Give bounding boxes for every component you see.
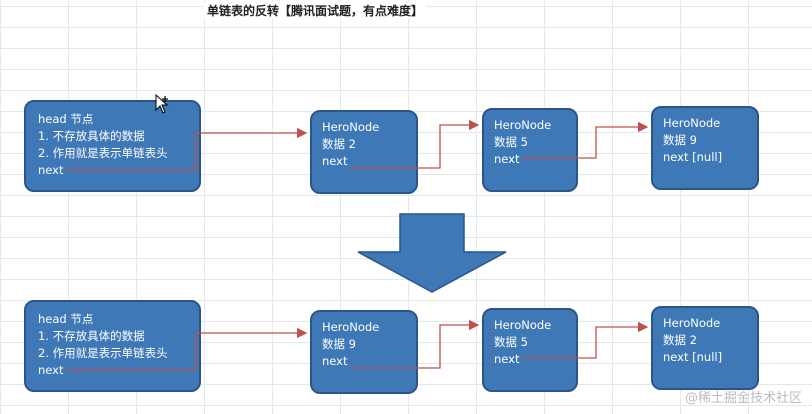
node-name: HeroNode — [494, 118, 552, 132]
node-next: next — [494, 152, 520, 166]
node-data: 数据 2 — [322, 137, 356, 151]
node-name: HeroNode — [494, 318, 552, 332]
node-next: next [null] — [663, 350, 723, 364]
node-data: 数据 2 — [663, 333, 697, 347]
head-node-next: next — [38, 163, 64, 177]
watermark: @稀土掘金技术社区 — [684, 391, 802, 406]
node-next: next — [322, 354, 348, 368]
node-next: next [null] — [663, 150, 723, 164]
after-node-2: HeroNode 数据 5 next — [482, 308, 578, 392]
node-next: next — [494, 352, 520, 366]
after-head-node: head 节点 1. 不存放具体的数据 2. 作用就是表示单链表头 next — [24, 300, 201, 392]
before-node-1: HeroNode 数据 2 next — [310, 110, 418, 194]
before-node-2: HeroNode 数据 5 next — [482, 108, 578, 192]
node-data: 数据 9 — [322, 337, 356, 351]
head-node-note-1: 1. 不存放具体的数据 — [38, 329, 145, 343]
diagram-title: 单链表的反转【腾讯面试题，有点难度】 — [204, 2, 427, 19]
before-node-3: HeroNode 数据 9 next [null] — [651, 106, 759, 190]
node-name: HeroNode — [663, 116, 721, 130]
node-next: next — [322, 154, 348, 168]
node-data: 数据 5 — [494, 335, 528, 349]
node-name: HeroNode — [663, 316, 721, 330]
head-node-note-2: 2. 作用就是表示单链表头 — [38, 146, 168, 160]
move-cursor-icon — [155, 94, 169, 114]
head-node-next: next — [38, 363, 64, 377]
node-data: 数据 5 — [494, 135, 528, 149]
head-node-label: head 节点 — [38, 312, 94, 326]
node-name: HeroNode — [322, 120, 380, 134]
node-name: HeroNode — [322, 320, 380, 334]
head-node-note-1: 1. 不存放具体的数据 — [38, 129, 145, 143]
node-data: 数据 9 — [663, 133, 697, 147]
head-node-label: head 节点 — [38, 112, 94, 126]
head-node-note-2: 2. 作用就是表示单链表头 — [38, 346, 168, 360]
after-node-1: HeroNode 数据 9 next — [310, 310, 418, 394]
after-node-3: HeroNode 数据 2 next [null] — [651, 306, 759, 390]
before-head-node: head 节点 1. 不存放具体的数据 2. 作用就是表示单链表头 next — [24, 100, 201, 192]
